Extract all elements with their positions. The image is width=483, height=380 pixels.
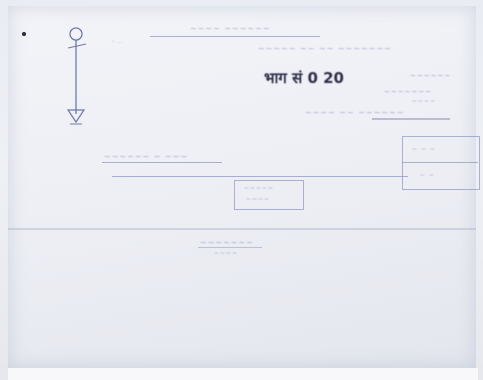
hand-drawn-line-upper [102,162,222,163]
handwritten-line-2: ~~~~~~ [410,72,452,80]
handwritten-signature-sub: ~~~~ [214,250,239,257]
ink-underline [372,118,450,120]
handwritten-title-scribble: ~~~~ ~~~~~~ [190,24,271,33]
handwritten-line-4: ~~~~ [412,98,437,105]
table-box-divider [402,162,478,163]
ink-dot [22,32,26,36]
hand-drawn-symbol-icon [66,27,87,125]
paper-sheet [8,6,476,368]
title-underline [150,36,320,37]
hand-drawn-table-box [402,136,480,190]
handwritten-mark: - .. [112,38,124,45]
handwritten-line-3: ~~~~~~~ [384,88,433,96]
handwritten-signature-line: ~~~~~~~ [200,238,254,247]
paper-bottom-edge [8,368,478,380]
table-box-mark-2: ~ ~ [420,172,435,179]
stamp-box-mark-2: ~~~~ [246,196,271,203]
hand-drawn-line-long [112,176,408,177]
handwritten-line-6: ~~~~~~ ~ ~~~ [104,152,189,161]
paper-fold-line [8,228,476,230]
handwritten-line-5: ~~~~ ~~ ~~~~~~ [305,108,405,117]
document-heading: भाग सं 0 20 [264,69,344,87]
hand-drawn-stamp-box [234,180,304,210]
signature-underline [198,247,262,248]
table-box-mark-1: ~ ~ ~ [412,146,436,153]
stamp-box-mark-1: ~~~~~ [244,185,275,192]
handwritten-line-1: ~~~~~ ~~ ~~ ~~~~~~~ [258,44,392,53]
